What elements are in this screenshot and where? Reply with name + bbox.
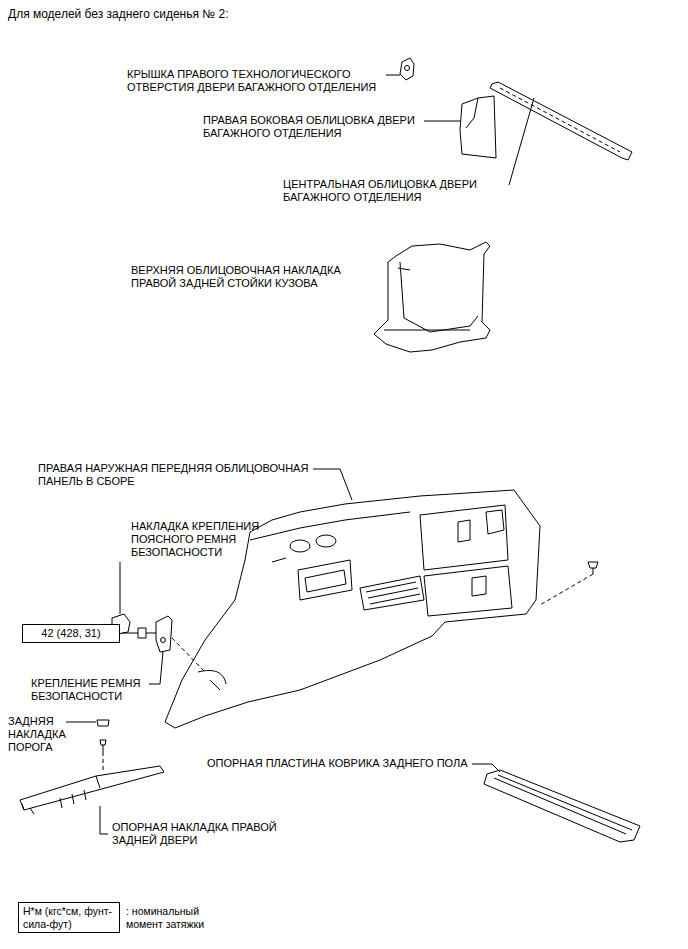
unit-box: Н*м (кгс*см, фунт-сила-фут): номинальный… bbox=[18, 902, 120, 933]
part-label: ОПОРНАЯ НАКЛАДКА ПРАВОЙ ЗАДНЕЙ ДВЕРИ bbox=[112, 821, 284, 847]
part-label: ПРАВАЯ НАРУЖНАЯ ПЕРЕДНЯЯ ОБЛИЦОВОЧНАЯ ПА… bbox=[38, 462, 316, 488]
part-label: ЗАДНЯЯ НАКЛАДКА ПОРОГА bbox=[8, 715, 76, 754]
note-text: : номинальный момент затяжки bbox=[126, 905, 222, 930]
part-label: ПРАВАЯ БОКОВАЯ ОБЛИЦОВКА ДВЕРИ БАГАЖНОГО… bbox=[203, 114, 423, 140]
hole-cover bbox=[400, 58, 414, 80]
part-label: НАКЛАДКА КРЕПЛЕНИЯ ПОЯСНОГО РЕМНЯ БЕЗОПА… bbox=[131, 520, 269, 559]
part-label: ОПОРНАЯ ПЛАСТИНА КОВРИКА ЗАДНЕГО ПОЛА bbox=[207, 757, 492, 770]
torque-box: 42 (428, 31) bbox=[22, 624, 120, 643]
unit-text: Н*м (кгс*см, фунт-сила-фут) bbox=[19, 903, 119, 932]
torque-value: 42 (428, 31) bbox=[23, 625, 119, 642]
part-label: ВЕРХНЯЯ ОБЛИЦОВОЧНАЯ НАКЛАДКА ПРАВОЙ ЗАД… bbox=[131, 264, 377, 290]
part-label: КРЫШКА ПРАВОГО ТЕХНОЛОГИЧЕСКОГО ОТВЕРСТИ… bbox=[127, 68, 385, 94]
scuff-plate bbox=[20, 766, 164, 814]
pillar-garnish bbox=[374, 242, 490, 352]
support-plate bbox=[484, 770, 640, 842]
clip bbox=[97, 720, 109, 772]
title: Для моделей без заднего сиденья № 2: bbox=[8, 7, 229, 21]
screw bbox=[540, 562, 598, 605]
part-label: ЦЕНТРАЛЬНАЯ ОБЛИЦОВКА ДВЕРИ БАГАЖНОГО ОТ… bbox=[283, 178, 511, 204]
center-trim bbox=[490, 82, 632, 160]
belt-anchor bbox=[138, 616, 205, 672]
part-label: КРЕПЛЕНИЕ РЕМНЯ БЕЗОПАСНОСТИ bbox=[31, 677, 149, 703]
leader-lines bbox=[66, 75, 534, 834]
side-trim bbox=[460, 96, 496, 158]
